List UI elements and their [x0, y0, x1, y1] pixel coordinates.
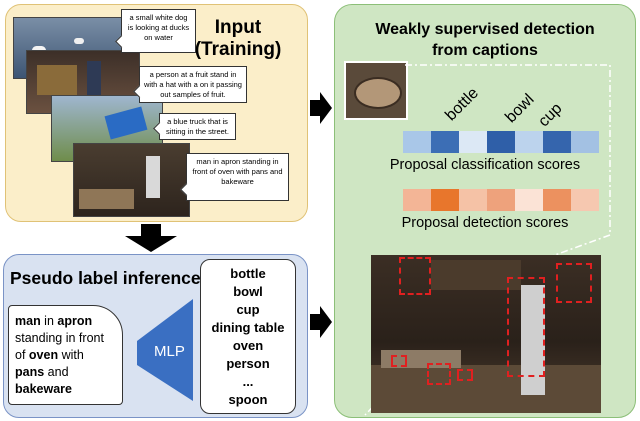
label-item: person — [226, 356, 270, 371]
label-item: oven — [232, 338, 264, 353]
detection-box — [507, 277, 545, 377]
caption-bubble-1: a small white dog is looking at ducks on… — [121, 9, 196, 53]
input-title-line1: Input — [214, 17, 262, 38]
label-item: bowl — [233, 284, 263, 299]
mlp-block — [137, 299, 193, 401]
weak-title-line1: Weakly supervised detection — [375, 21, 595, 38]
label-item: dining table — [211, 320, 285, 335]
detection-score-cell — [459, 189, 487, 211]
caption-fragment: standing in front of — [15, 331, 104, 362]
label-item: ... — [242, 374, 254, 389]
label-item: spoon — [228, 392, 268, 407]
detection-score-cell — [403, 189, 431, 211]
classification-score-cell — [459, 131, 487, 153]
proposal-thumbnail — [344, 61, 408, 120]
detection-score-cell — [543, 189, 571, 211]
detection-label: Proposal detection scores — [401, 215, 569, 231]
detection-score-cell — [487, 189, 515, 211]
detection-box — [457, 369, 473, 381]
weak-detection-panel: Weakly supervised detection from caption… — [334, 4, 636, 418]
classification-score-cell — [487, 131, 515, 153]
input-title: Input (Training) — [183, 17, 293, 61]
pseudo-label-list: bottle bowl cup dining table oven person… — [200, 259, 296, 414]
classification-score-cell — [515, 131, 543, 153]
caption-document: man in apron standing in front of oven w… — [8, 305, 123, 405]
detection-box — [427, 363, 451, 385]
weak-title-line2: from captions — [432, 42, 538, 59]
detection-box — [399, 257, 431, 295]
detection-score-bar — [403, 189, 599, 211]
caption-bubble-2: a person at a fruit stand in with a hat … — [139, 66, 247, 103]
detection-score-cell — [515, 189, 543, 211]
pseudo-title: Pseudo label inference — [10, 268, 201, 288]
detection-image — [371, 255, 601, 413]
detection-score-cell — [571, 189, 599, 211]
fruit-stand-photo — [26, 50, 140, 114]
caption-bubble-4: man in apron standing in front of oven w… — [186, 153, 289, 201]
detection-box — [391, 355, 407, 367]
mlp-label: MLP — [154, 343, 185, 360]
classification-score-cell — [431, 131, 459, 153]
caption-keyword: pans — [15, 365, 45, 379]
caption-keyword: apron — [57, 314, 93, 328]
caption-bubble-3: a blue truck that is sitting in the stre… — [159, 113, 236, 140]
classification-score-cell — [571, 131, 599, 153]
label-item: bottle — [230, 266, 266, 281]
caption-fragment: and — [44, 365, 69, 379]
kitchen-photo — [73, 143, 190, 217]
down-arrow-icon — [125, 224, 177, 252]
caption-fragment: with — [58, 348, 84, 362]
detection-box — [556, 263, 592, 303]
caption-text: man in apron standing in front of oven w… — [15, 314, 104, 396]
classification-score-bar — [403, 131, 599, 153]
label-item: cup — [236, 302, 260, 317]
caption-keyword: bakeware — [15, 382, 72, 396]
caption-keyword: oven — [28, 348, 59, 362]
input-panel: Input (Training) a small white dog is lo… — [5, 4, 308, 222]
detection-score-cell — [431, 189, 459, 211]
weak-title: Weakly supervised detection from caption… — [335, 19, 635, 61]
caption-keyword: man — [15, 314, 41, 328]
classification-label: Proposal classification scores — [389, 157, 581, 173]
right-arrow-icon-bottom — [310, 306, 332, 338]
caption-fragment: in — [40, 314, 58, 328]
classification-score-cell — [543, 131, 571, 153]
right-arrow-icon-top — [310, 92, 332, 124]
input-title-line2: (Training) — [194, 39, 282, 60]
classification-score-cell — [403, 131, 431, 153]
